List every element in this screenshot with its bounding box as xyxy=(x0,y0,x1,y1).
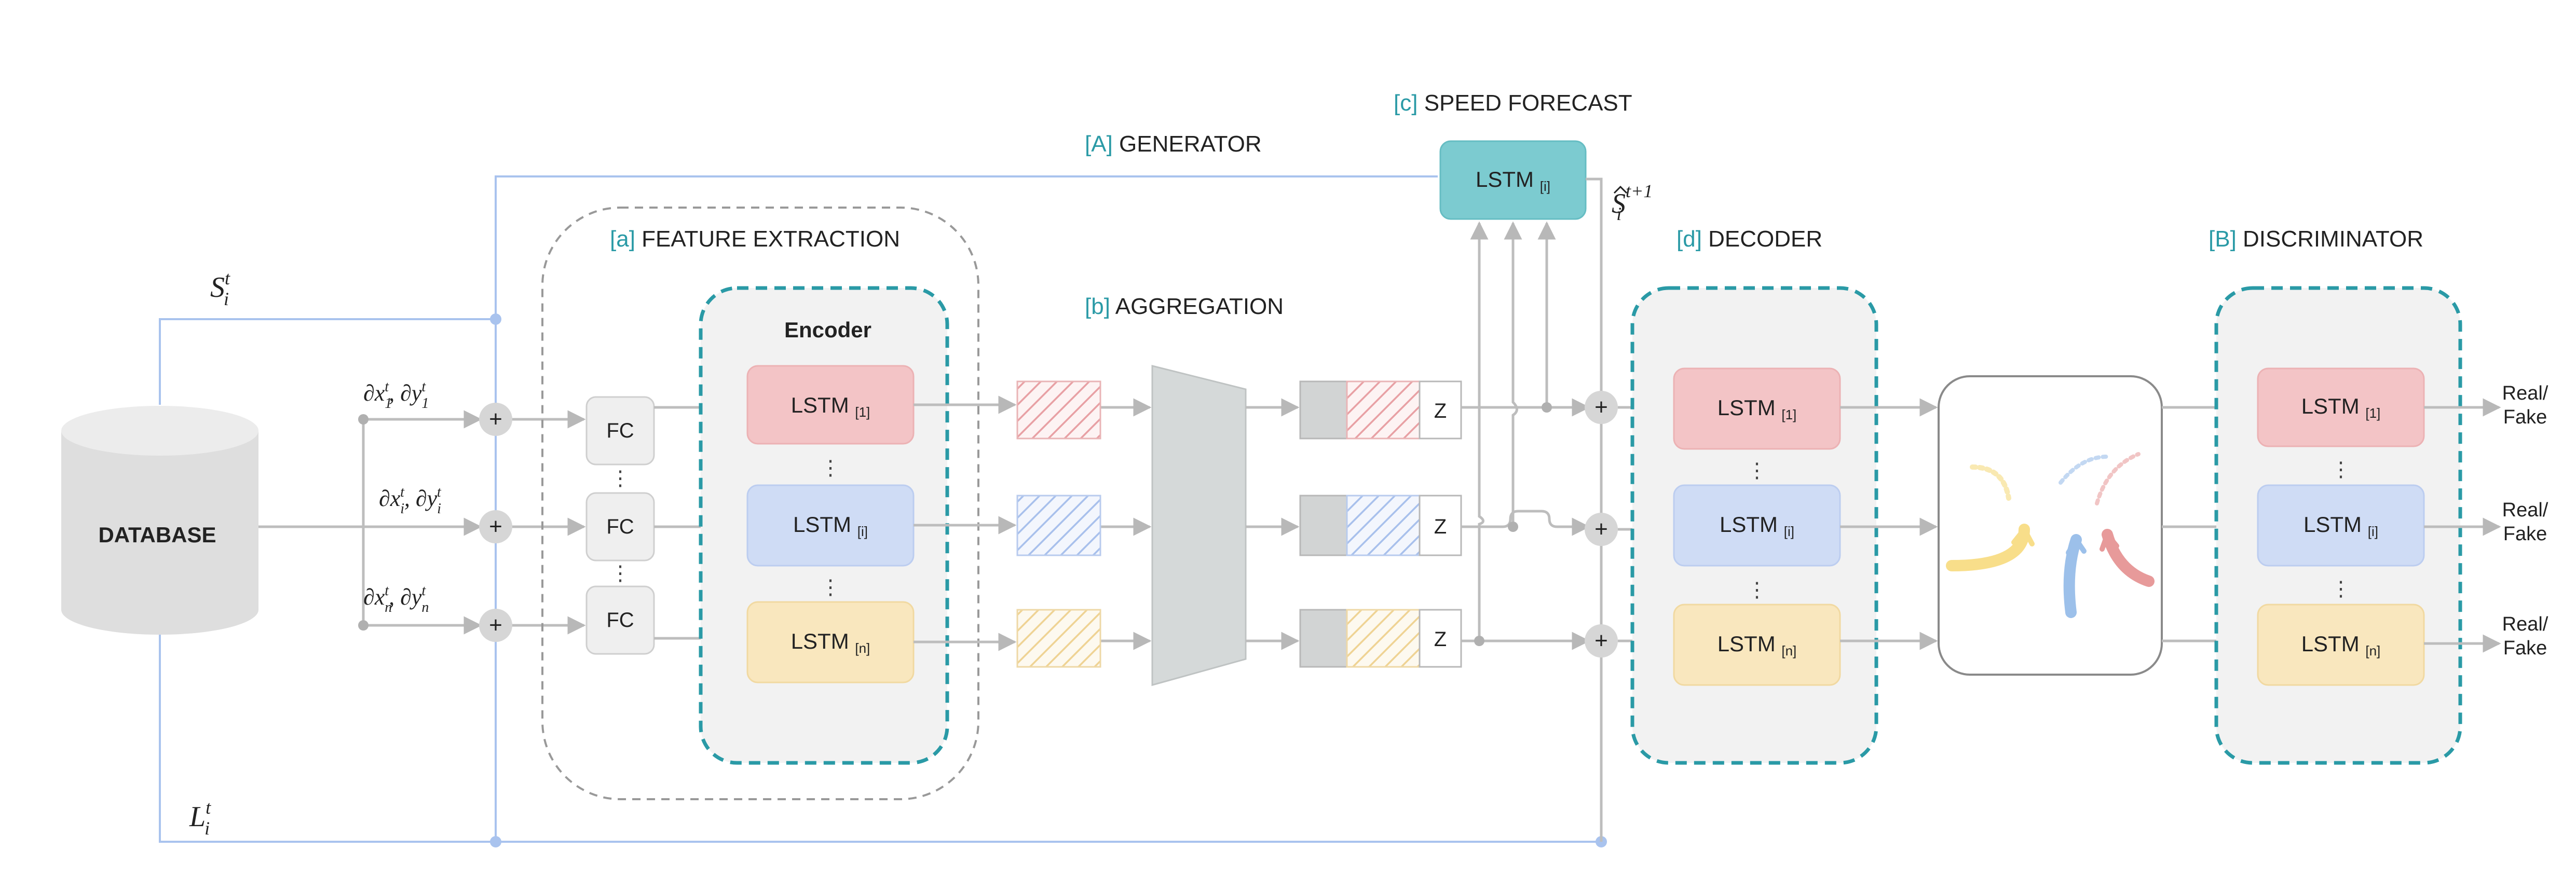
svg-text:FC: FC xyxy=(606,609,634,632)
speed-forecast-title: [c] SPEED FORECAST xyxy=(1394,90,1632,116)
discriminator-lstm-1: LSTM [1] xyxy=(2257,367,2425,447)
database-cylinder xyxy=(61,406,258,635)
speed-forecast-lstm: LSTM [i] xyxy=(1439,140,1587,220)
discriminator-output-lines xyxy=(2424,398,2501,653)
decoder-lstm-i: LSTM [i] xyxy=(1673,484,1841,567)
feature-extraction-title: [a] FEATURE EXTRACTION xyxy=(610,226,900,252)
svg-text:LSTM [1]: LSTM [1] xyxy=(791,393,870,420)
vertical-ellipsis: ⋮ xyxy=(1747,459,1767,482)
svg-text:+: + xyxy=(489,406,502,432)
junction-dot xyxy=(490,313,501,325)
plus-node: + xyxy=(1585,624,1618,658)
decoder-output-lines xyxy=(1840,398,1938,650)
generator-title: [A] GENERATOR xyxy=(1085,131,1262,157)
plus-node: + xyxy=(479,403,512,436)
vertical-ellipsis: ⋮ xyxy=(820,457,841,480)
generated-trajectories-box xyxy=(1938,375,2163,676)
svg-text:LSTM [i]: LSTM [i] xyxy=(793,512,868,539)
concat-vector-1: Z xyxy=(1299,380,1462,440)
vertical-ellipsis: ⋮ xyxy=(1747,579,1767,601)
decoder-lstm-1: LSTM [1] xyxy=(1673,367,1841,450)
s-hat-caret xyxy=(1613,185,1628,194)
encoder-lstm-1: LSTM [1] xyxy=(746,365,915,445)
junction-dot xyxy=(358,620,369,631)
svg-text:FC: FC xyxy=(606,515,634,538)
svg-text:LSTM [i]: LSTM [i] xyxy=(1720,512,1794,539)
fc-block: FC xyxy=(585,585,655,655)
svg-text:Z: Z xyxy=(1434,400,1447,422)
vertical-ellipsis: ⋮ xyxy=(610,467,631,490)
junction-dot xyxy=(1508,522,1518,532)
svg-text:LSTM [i]: LSTM [i] xyxy=(1476,167,1550,194)
svg-text:LSTM [n]: LSTM [n] xyxy=(791,629,870,656)
real-fake-output-1: Real/Fake xyxy=(2502,382,2548,428)
svg-text:Z: Z xyxy=(1434,628,1447,651)
junction-dot xyxy=(358,414,369,425)
real-fake-output-i: Real/Fake xyxy=(2502,499,2548,545)
svg-text:LSTM [n]: LSTM [n] xyxy=(1718,632,1797,659)
encoder-label: Encoder xyxy=(784,318,871,342)
vertical-ellipsis: ⋮ xyxy=(2330,578,2351,600)
input-label-n: ∂xnt, ∂ynt xyxy=(363,583,429,615)
vertical-ellipsis: ⋮ xyxy=(610,562,631,585)
discriminator-lstm-i: LSTM [i] xyxy=(2257,484,2425,567)
vertical-ellipsis: ⋮ xyxy=(820,576,841,599)
plus-node: + xyxy=(479,510,512,543)
hidden-state-i xyxy=(1016,495,1101,556)
junction-dot xyxy=(1474,636,1484,646)
svg-text:Z: Z xyxy=(1434,515,1447,538)
junction-dot xyxy=(1542,402,1552,413)
aggregation-title: [b] AGGREGATION xyxy=(1085,294,1284,319)
input-label-1: ∂x1t, ∂y1t xyxy=(363,379,429,412)
aggregation-block xyxy=(1151,365,1247,686)
real-fake-output-n: Real/Fake xyxy=(2502,613,2548,659)
concat-vector-n: Z xyxy=(1299,609,1462,668)
svg-text:+: + xyxy=(489,612,502,638)
database-label: DATABASE xyxy=(98,523,216,547)
svg-text:FC: FC xyxy=(606,419,634,442)
input-label-i: ∂xit, ∂yit xyxy=(379,484,442,517)
plus-node: + xyxy=(1585,391,1618,424)
discriminator-lstm-n: LSTM [n] xyxy=(2257,604,2425,686)
hidden-state-n xyxy=(1016,609,1101,668)
fc-block: FC xyxy=(585,396,655,466)
decoder-lstm-n: LSTM [n] xyxy=(1673,604,1841,686)
fc-block: FC xyxy=(585,492,655,562)
speed-forecast-lines xyxy=(1461,177,1603,842)
trajectory-arrows-icon xyxy=(1946,452,2155,618)
hidden-state-1 xyxy=(1016,380,1101,440)
plus-node: + xyxy=(479,609,512,642)
concat-vector-i: Z xyxy=(1299,495,1462,556)
input-flow-lines xyxy=(258,410,586,635)
encoder-lstm-n: LSTM [n] xyxy=(746,601,915,683)
svg-text:LSTM [1]: LSTM [1] xyxy=(1718,395,1797,422)
svg-text:+: + xyxy=(1594,516,1608,542)
discriminator-title: [B] DISCRIMINATOR xyxy=(2209,226,2423,252)
svg-text:+: + xyxy=(489,514,502,539)
svg-text:+: + xyxy=(1594,394,1608,420)
svg-text:+: + xyxy=(1594,628,1608,653)
encoder-output-lines xyxy=(914,395,1152,651)
svg-text:LSTM [n]: LSTM [n] xyxy=(2301,632,2381,659)
svg-text:LSTM [1]: LSTM [1] xyxy=(2301,394,2381,421)
decoder-title: [d] DECODER xyxy=(1677,226,1822,252)
encoder-lstm-i: LSTM [i] xyxy=(746,484,915,567)
vertical-ellipsis: ⋮ xyxy=(2330,458,2351,481)
aggregation-output-lines xyxy=(1246,398,1300,650)
plus-node: + xyxy=(1585,513,1618,546)
svg-text:LSTM [i]: LSTM [i] xyxy=(2304,512,2378,539)
junction-dot xyxy=(490,836,501,847)
